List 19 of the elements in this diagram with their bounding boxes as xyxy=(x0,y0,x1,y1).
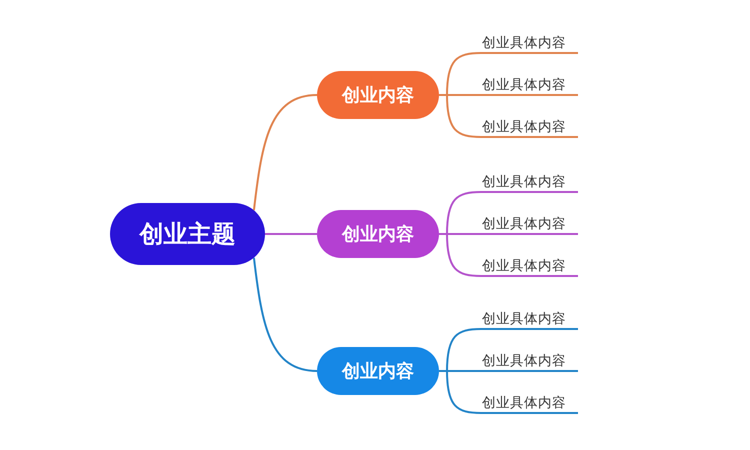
connector-line xyxy=(439,370,482,414)
subtopic-label: 创业具体内容 xyxy=(481,74,578,96)
subtopic-label: 创业具体内容 xyxy=(481,32,578,54)
subtopic-label: 创业具体内容 xyxy=(481,392,578,414)
connector-line xyxy=(252,258,318,372)
subtopic-label: 创业具体内容 xyxy=(481,171,578,193)
subtopic-label: 创业具体内容 xyxy=(481,350,578,372)
branch-topic-pill: 创业内容 xyxy=(317,347,439,395)
subtopic-label: 创业具体内容 xyxy=(481,255,578,277)
connector-line xyxy=(265,233,317,235)
connector-line xyxy=(439,233,482,277)
central-topic-pill: 创业主题 xyxy=(110,203,265,265)
branch-topic-pill: 创业内容 xyxy=(317,71,439,119)
subtopic-label: 创业具体内容 xyxy=(481,213,578,235)
connector-line xyxy=(439,94,482,138)
subtopic-label: 创业具体内容 xyxy=(481,116,578,138)
branch-topic-pill: 创业内容 xyxy=(317,210,439,258)
connector-line xyxy=(252,94,318,210)
subtopic-label: 创业具体内容 xyxy=(481,308,578,330)
